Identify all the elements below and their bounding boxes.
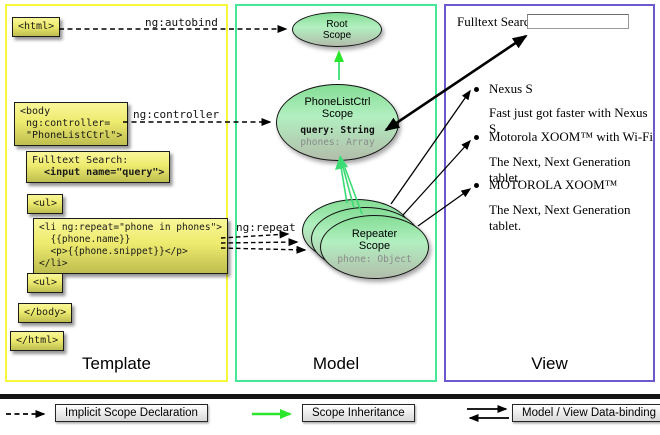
view-item-title: Nexus S	[489, 81, 533, 96]
code-fulltext-label: Fulltext Search:	[32, 155, 129, 166]
repeater-scope-title: Repeater Scope	[351, 228, 398, 252]
code-ul-open: <ul>	[27, 194, 64, 214]
view-item-title: MOTOROLA XOOM™	[489, 177, 618, 192]
view-item-snippet: The Next, Next Generation tablet.	[489, 202, 631, 233]
legend-scope-inheritance-label: Scope Inheritance	[302, 404, 415, 422]
code-input-tag: <input name="query">	[32, 167, 165, 178]
code-li-repeat: <li ng:repeat="phone in phones"> {{phone…	[33, 218, 229, 274]
model-panel-label: Model	[312, 354, 360, 373]
view-item-snippet: The Next, Next Generation tablet.	[489, 154, 631, 185]
code-html-close: </html>	[10, 331, 65, 351]
code-body-close: </body>	[18, 303, 73, 323]
phonelistctrl-scope-ellipse: PhoneListCtrl Scope query: String phones…	[276, 84, 399, 161]
view-panel: View	[444, 4, 655, 382]
ng-controller-label: ng:controller	[133, 108, 220, 121]
view-fulltext-search-label: Fulltext Search:	[457, 14, 540, 29]
repeater-scope-ellipse-front: Repeater Scope phone: Object	[320, 215, 429, 279]
view-item-title: Motorola XOOM™ with Wi-Fi	[489, 129, 654, 144]
code-fulltext-search: Fulltext Search: <input name="query">	[26, 151, 171, 183]
list-bullet	[474, 87, 479, 92]
code-html-open: <html>	[12, 17, 61, 37]
model-panel: Model	[235, 4, 437, 382]
root-scope-title: Root Scope	[322, 18, 352, 41]
template-panel-label: Template	[82, 354, 151, 373]
fulltext-search-input[interactable]	[527, 14, 629, 29]
template-panel: Template	[5, 4, 228, 382]
legend-separator	[0, 394, 660, 399]
legend-databinding-label: Model / View Data-binding	[512, 404, 660, 422]
list-bullet	[474, 183, 479, 188]
repeater-phone-prop: phone: Object	[337, 254, 412, 265]
root-scope-ellipse: Root Scope	[292, 12, 382, 47]
legend-implicit-scope-label: Implicit Scope Declaration	[55, 404, 208, 422]
view-panel-label: View	[531, 354, 568, 373]
ng-autobind-label: ng:autobind	[145, 16, 218, 29]
phonelistctrl-query-prop: query: String	[300, 125, 375, 136]
code-body-open: <body ng:controller= "PhoneListCtrl">	[14, 102, 129, 146]
ng-repeat-label: ng:repeat	[236, 221, 296, 234]
list-bullet	[474, 135, 479, 140]
code-ul-close: <ul>	[27, 273, 64, 293]
phonelistctrl-phones-prop: phones: Array	[300, 137, 375, 148]
phonelistctrl-scope-title: PhoneListCtrl Scope	[304, 96, 371, 120]
